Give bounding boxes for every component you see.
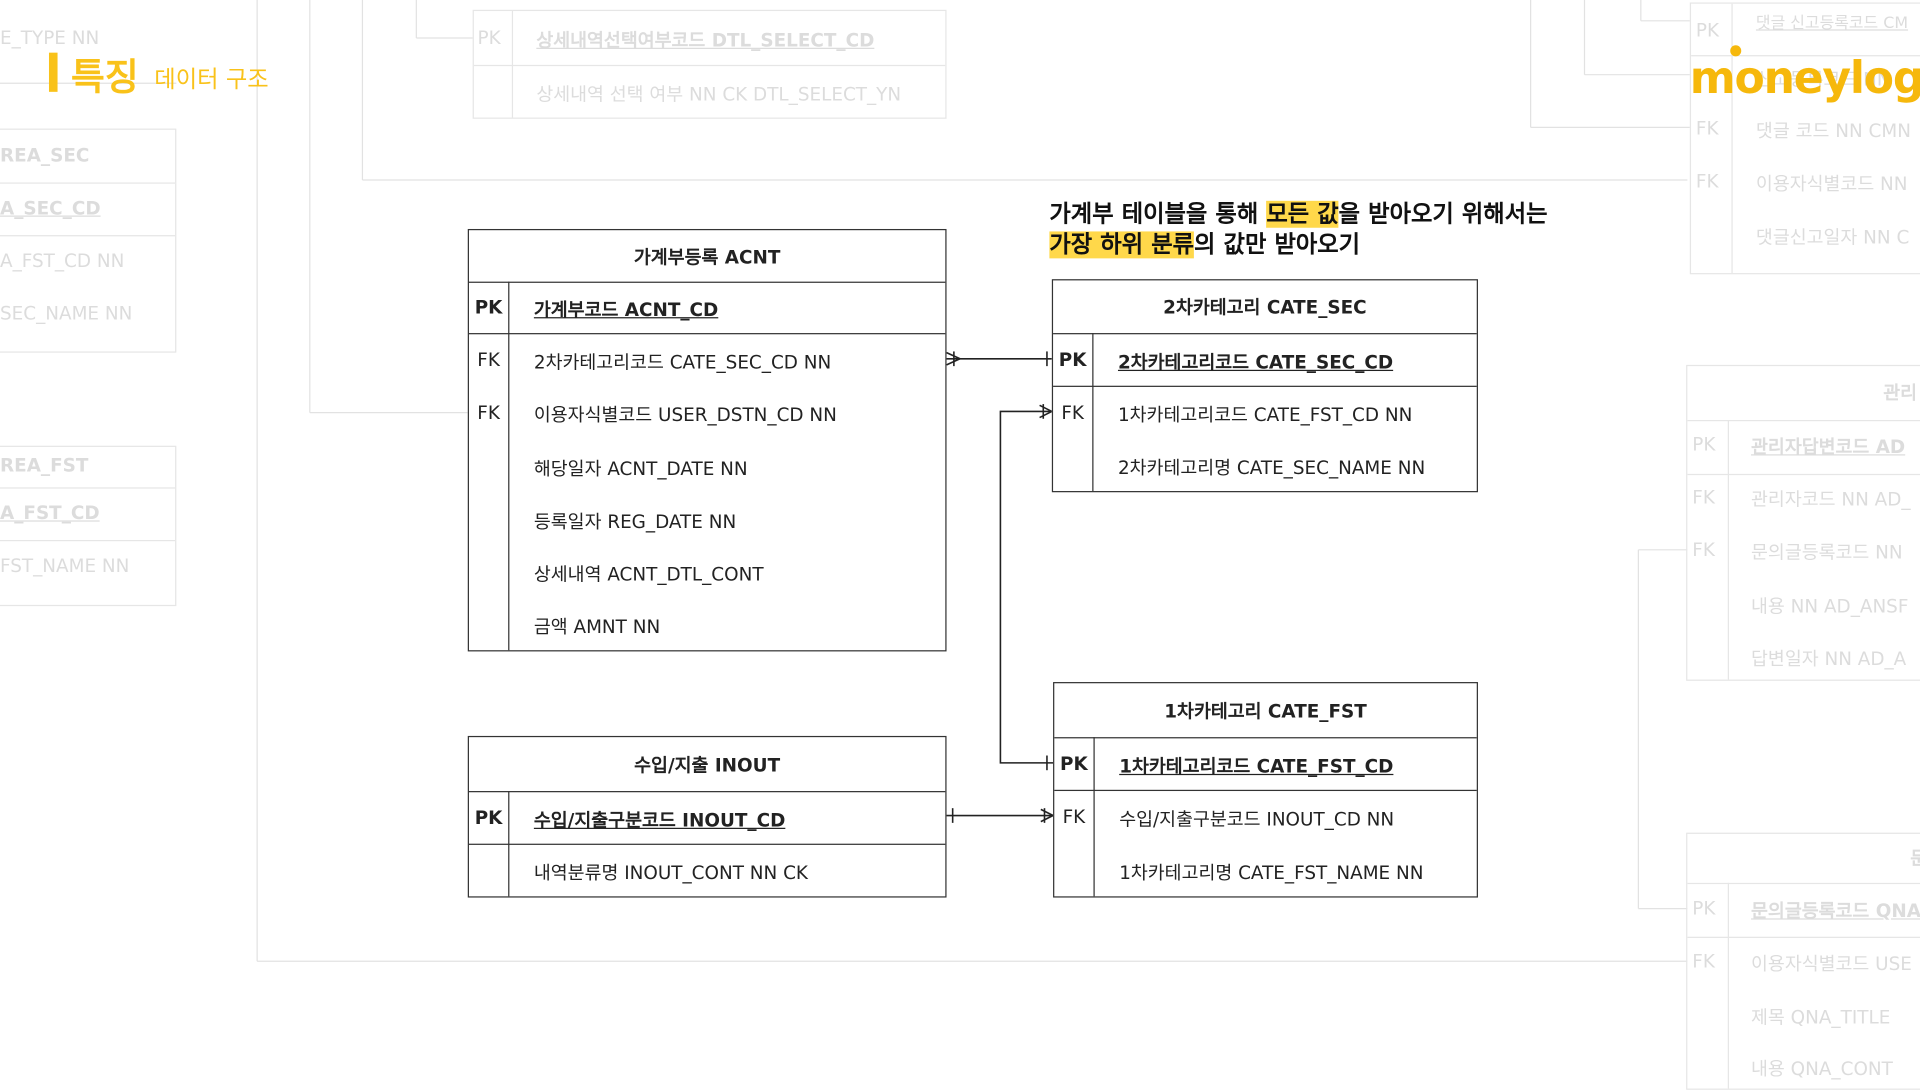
ghost-text: 이용자식별코드 USE — [1751, 952, 1912, 975]
table-divider — [468, 333, 946, 335]
ghost-text: 댓글 신고등록코드 CM — [1755, 14, 1909, 34]
ghost-text: A_FST_CD — [0, 502, 100, 525]
note-line-1: 가계부 테이블을 통해 모든 값을 받아오기 위해서는 — [1049, 196, 1548, 229]
page-title: 특징 — [71, 56, 139, 100]
ghost-text: 답변일자 NN AD_A — [1751, 647, 1907, 670]
ghost-table-left-a — [0, 128, 177, 353]
table-acnt: 가계부등록 ACNT PK 가계부코드 ACNT_CD FK 2차카테고리코드 … — [467, 228, 947, 652]
table-divider — [1054, 789, 1477, 792]
ghost-text: 신고등록코드 NN — [1755, 68, 1891, 91]
note-highlight: 가장 하위 분류 — [1049, 231, 1195, 259]
key-label: PK — [1060, 753, 1088, 776]
ghost-text: E_TYPE NN — [0, 26, 100, 49]
table-title: 가계부등록 ACNT — [468, 230, 946, 283]
ghost-text: 내용 QNA_CONT — [1751, 1057, 1893, 1081]
ghost-text: PK — [477, 26, 501, 49]
ghost-text: 상세내역 선택 여부 NN CK DTL_SELECT_YN — [536, 83, 902, 106]
field-label: 수입/지출구분코드 INOUT_CD — [533, 809, 786, 832]
ghost-text: 제목 QNA_TITLE — [1751, 1006, 1891, 1029]
key-column — [1054, 737, 1095, 897]
field-label: 내역분류명 INOUT_CONT NN CK — [533, 862, 808, 885]
field-label: 2차카테고리코드 CATE_SEC_CD NN — [533, 351, 832, 374]
ghost-text: 문의글등록코드 NN — [1751, 541, 1903, 564]
ghost-text: A_FST_CD NN — [0, 249, 125, 272]
field-label: 등록일자 REG_DATE NN — [533, 510, 737, 533]
ghost-text: 상세내역선택여부코드 DTL_SELECT_CD — [536, 29, 875, 52]
ghost-text: REA_SEC — [0, 144, 90, 167]
key-label: FK — [477, 401, 500, 424]
ghost-text: FK — [1692, 538, 1715, 561]
logo-dot — [1730, 45, 1742, 57]
logo-text: moneylog — [1689, 53, 1920, 105]
field-label: 1차카테고리코드 CATE_FST_CD NN — [1117, 404, 1413, 427]
table-title: 수입/지출 INOUT — [468, 737, 946, 793]
ghost-text: 댓글신고일자 NN C — [1755, 226, 1910, 249]
ghost-table-top — [472, 9, 947, 119]
header-accent-bar — [48, 52, 58, 92]
note-text: 을 받아오기 위해서는 — [1338, 200, 1548, 228]
field-label: 1차카테고리명 CATE_FST_NAME NN — [1119, 862, 1424, 885]
note-text: 의 값만 받아오기 — [1194, 231, 1361, 259]
key-label: PK — [1058, 348, 1087, 372]
ghost-text: PK — [1692, 897, 1716, 920]
key-label: FK — [1061, 401, 1084, 424]
table-inout: 수입/지출 INOUT PK 수입/지출구분코드 INOUT_CD 내역분류명 … — [467, 735, 947, 898]
field-label: 해당일자 ACNT_DATE NN — [533, 457, 748, 481]
ghost-text: 관리자코드 NN AD_ — [1751, 488, 1911, 511]
key-column — [1053, 333, 1094, 492]
ghost-text: SEC_NAME NN — [0, 302, 133, 325]
ghost-table-right-mid — [1686, 364, 1920, 681]
field-label: 이용자식별코드 USER_DSTN_CD NN — [533, 404, 837, 427]
table-divider — [468, 843, 946, 845]
ghost-text: FK — [1692, 486, 1715, 509]
key-label: PK — [474, 296, 503, 319]
field-label: 2차카테고리명 CATE_SEC_NAME NN — [1117, 456, 1426, 479]
ghost-table-left-b — [0, 445, 177, 607]
ghost-text: FST_NAME NN — [0, 554, 130, 577]
ghost-table-right-top — [1689, 2, 1920, 275]
note-highlight: 모든 값 — [1266, 200, 1339, 228]
ghost-text: 댓글 코드 NN CMN — [1755, 120, 1911, 143]
field-label: 금액 AMNT NN — [533, 615, 661, 638]
ghost-text: 내용 NN AD_ANSF — [1751, 595, 1909, 618]
moneylog-logo: moneylog — [1689, 45, 1920, 105]
key-label: FK — [1062, 805, 1086, 828]
ghost-text: FK — [1695, 170, 1719, 193]
key-label: FK — [477, 348, 500, 372]
field-label: 가계부코드 ACNT_CD — [533, 298, 719, 321]
ghost-text: 문의글등록코드 QNA — [1751, 900, 1920, 923]
table-divider — [1053, 385, 1477, 387]
note-line-2: 가장 하위 분류의 값만 받아오기 — [1049, 227, 1360, 260]
field-label: 1차카테고리코드 CATE_FST_CD — [1119, 755, 1394, 778]
ghost-text: 관리 — [1883, 382, 1918, 405]
page-subtitle: 데이터 구조 — [154, 66, 269, 94]
ghost-text: REA_FST — [0, 454, 89, 477]
table-title: 1차카테고리 CATE_FST — [1054, 683, 1477, 739]
field-label: 수입/지출구분코드 INOUT_CD NN — [1119, 808, 1395, 831]
field-label: 상세내역 ACNT_DTL_CONT — [533, 563, 764, 586]
table-cate-sec: 2차카테고리 CATE_SEC PK 2차카테고리코드 CATE_SEC_CD … — [1051, 279, 1478, 493]
key-column — [469, 791, 510, 897]
ghost-text: 이용자식별코드 NN — [1755, 172, 1908, 195]
field-label: 2차카테고리코드 CATE_SEC_CD — [1117, 351, 1394, 374]
key-column — [469, 281, 510, 651]
ghost-text: 관리자답변코드 AD — [1751, 435, 1906, 458]
ghost-text: PK — [1695, 19, 1720, 42]
ghost-text: FK — [1695, 117, 1719, 140]
note-text: 가계부 테이블을 통해 — [1049, 200, 1267, 228]
ghost-text: FK — [1692, 950, 1715, 973]
table-cate-fst: 1차카테고리 CATE_FST PK 1차카테고리코드 CATE_FST_CD … — [1053, 682, 1478, 898]
ghost-text: PK — [1692, 433, 1716, 456]
table-title: 2차카테고리 CATE_SEC — [1053, 280, 1477, 335]
key-label: PK — [474, 806, 503, 829]
connector-cate-sec-cate-fst — [999, 410, 1054, 764]
ghost-text: 문 — [1910, 845, 1920, 871]
ghost-text: A_SEC_CD — [0, 197, 101, 220]
